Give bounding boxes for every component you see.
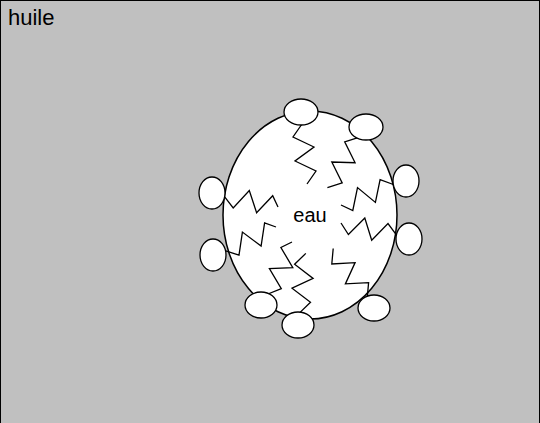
surfactant-tail bbox=[292, 253, 313, 313]
surfactant-tail bbox=[224, 223, 276, 255]
polar-head bbox=[396, 223, 422, 255]
surfactant-tail bbox=[332, 249, 369, 299]
polar-head bbox=[245, 292, 277, 318]
water-core: eau bbox=[222, 110, 398, 320]
polar-head bbox=[199, 177, 225, 209]
polar-head bbox=[393, 165, 419, 197]
surfactant-tail bbox=[267, 242, 293, 295]
polar-head bbox=[282, 312, 314, 338]
phase-label: huile bbox=[8, 6, 54, 30]
surfactant-tail bbox=[341, 180, 395, 211]
surfactant-tail bbox=[341, 218, 397, 240]
water-droplet bbox=[223, 111, 397, 319]
polar-head bbox=[349, 114, 383, 140]
polar-head bbox=[200, 239, 226, 271]
surfactant-tails bbox=[224, 124, 398, 313]
surfactant-heads bbox=[199, 99, 422, 338]
core-label: eau bbox=[291, 204, 328, 226]
surfactant-tail bbox=[327, 137, 359, 188]
polar-head bbox=[358, 295, 390, 321]
surfactant-tail bbox=[293, 124, 316, 184]
surfactant-tail bbox=[224, 191, 278, 213]
polar-head bbox=[284, 99, 318, 125]
